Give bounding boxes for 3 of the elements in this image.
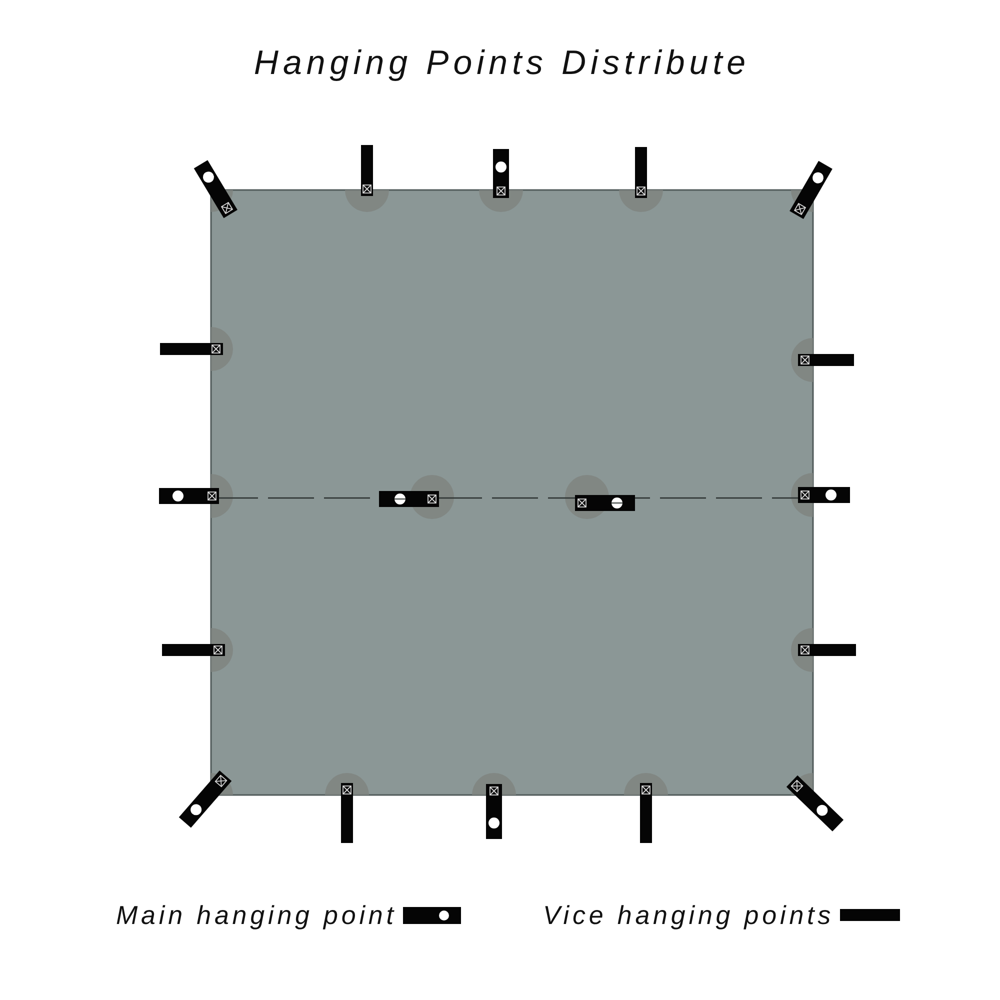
diagram-title: Hanging Points Distribute	[254, 43, 750, 84]
legend-label: Vice hanging points	[543, 899, 834, 932]
legend-label: Main hanging point	[116, 899, 397, 932]
